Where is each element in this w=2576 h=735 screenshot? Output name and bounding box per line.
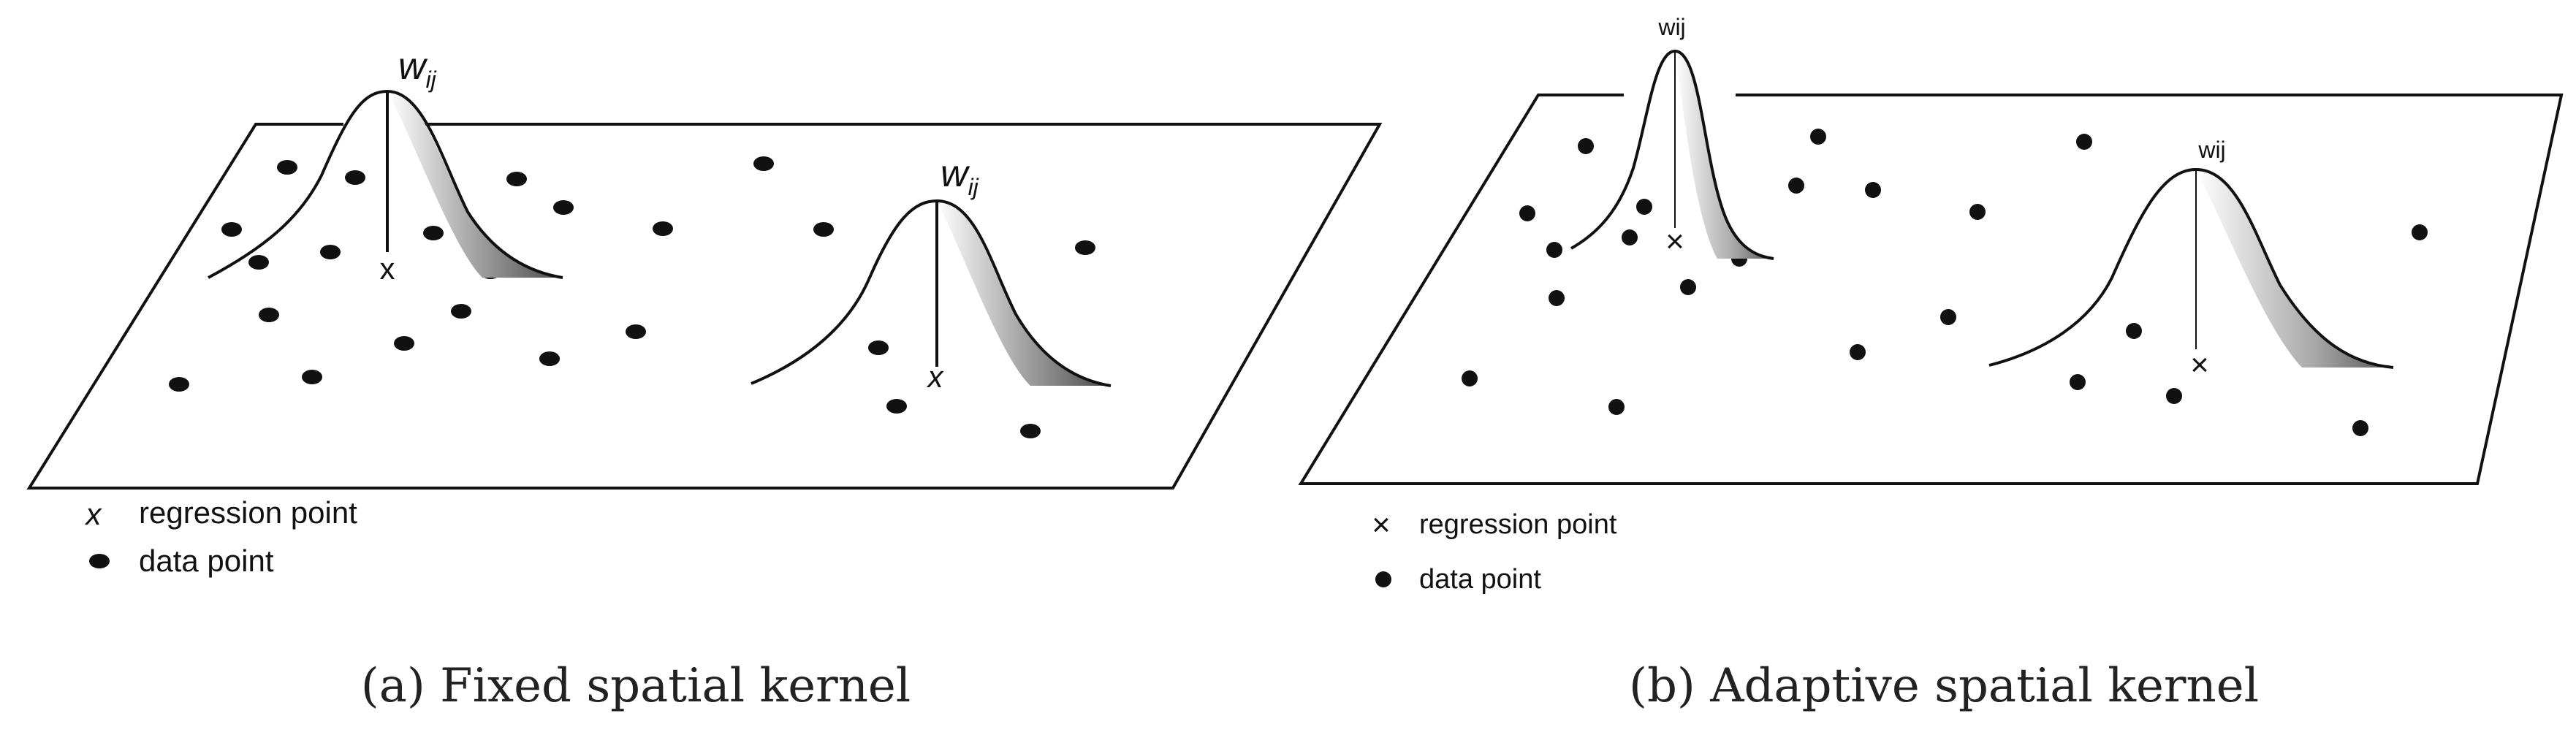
data-point [1546, 242, 1562, 258]
kernel-a2: x wij [751, 153, 1112, 394]
data-point [1940, 309, 1956, 325]
plane-b [1298, 94, 2564, 485]
panel-b: × wij × wij × regression point data poin… [1298, 14, 2564, 713]
legend-b: × regression point data point [1372, 507, 1617, 595]
data-point [2166, 388, 2182, 404]
data-point [169, 377, 189, 392]
data-point [653, 221, 673, 236]
data-point [753, 156, 774, 171]
kernel-shade [937, 201, 1111, 386]
kernel-weight-label: wij [398, 45, 437, 93]
data-point [1578, 138, 1594, 154]
data-points-b [1462, 129, 2428, 436]
kernel-b1: × wij [1570, 14, 1774, 260]
data-point [1788, 178, 1804, 194]
data-point [320, 245, 341, 259]
legend-data-symbol [1375, 571, 1391, 587]
data-point [345, 170, 365, 185]
data-point [886, 399, 907, 414]
kernel-weight-label: wij [941, 153, 979, 200]
plane-a [26, 123, 1383, 490]
data-point [1969, 204, 1986, 220]
kernel-weight-label: wij [2197, 137, 2225, 163]
data-point [1865, 182, 1881, 198]
legend-data-label: data point [139, 544, 274, 578]
data-point [302, 370, 322, 384]
caption-a: (a) Fixed spatial kernel [361, 659, 911, 713]
data-point [2352, 420, 2368, 436]
data-point [506, 172, 527, 186]
data-point [1462, 370, 1478, 386]
data-point [423, 226, 444, 240]
panel-a: x wij x wij x regression point data poin… [26, 45, 1383, 713]
legend-data-symbol [89, 554, 110, 568]
data-point [277, 160, 297, 175]
kernel-b2: × wij [1988, 137, 2394, 383]
kernel-curve [208, 89, 563, 279]
data-point [1622, 229, 1638, 245]
data-point [539, 351, 560, 366]
data-point [2412, 224, 2428, 240]
data-point [1549, 290, 1565, 306]
regression-point-mark: x [927, 359, 945, 394]
data-point [868, 340, 889, 355]
legend-regression-label: regression point [139, 495, 357, 530]
legend-a: x regression point data point [85, 495, 358, 578]
legend-regression-symbol: x [85, 497, 103, 531]
data-point [451, 304, 471, 319]
kernel-curve [1988, 167, 2394, 369]
data-point [1810, 129, 1826, 145]
data-point [1680, 279, 1696, 295]
data-point [1608, 399, 1625, 415]
data-point [1850, 344, 1866, 360]
data-point [394, 336, 414, 351]
kernel-shade [2196, 170, 2393, 368]
kernel-curve [751, 199, 1112, 387]
data-point [1020, 424, 1041, 438]
data-point [2070, 374, 2086, 390]
legend-data-label: data point [1419, 564, 1541, 595]
data-point [813, 222, 834, 237]
data-point [221, 222, 242, 237]
data-point [1636, 199, 1652, 215]
regression-point-mark: × [1665, 224, 1684, 259]
kernel-shade [387, 91, 563, 278]
data-point [626, 324, 646, 339]
data-point [2076, 134, 2092, 150]
legend-regression-symbol: × [1372, 507, 1391, 543]
caption-b: (b) Adaptive spatial kernel [1629, 659, 2259, 713]
kernel-shade [1675, 51, 1774, 259]
legend-regression-label: regression point [1419, 509, 1617, 540]
kernel-a1: x wij [208, 45, 563, 286]
data-point [2126, 323, 2142, 339]
data-point [1519, 205, 1535, 221]
data-point [248, 255, 269, 270]
regression-point-mark: x [380, 251, 395, 286]
data-point [1075, 240, 1095, 255]
data-point [259, 308, 279, 322]
data-point [553, 200, 574, 215]
kernel-weight-label: wij [1657, 14, 1685, 40]
regression-point-mark: × [2190, 347, 2209, 383]
